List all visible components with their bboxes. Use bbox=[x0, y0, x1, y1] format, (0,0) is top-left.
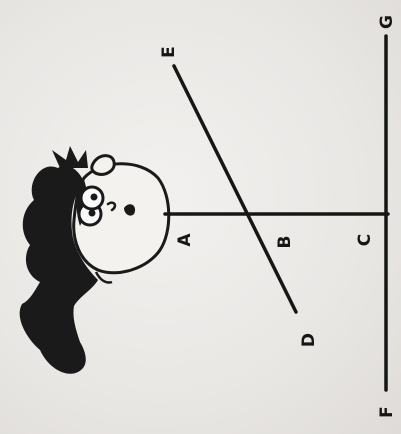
label-c: C bbox=[355, 234, 375, 246]
label-f: F bbox=[377, 406, 397, 418]
label-g: G bbox=[377, 15, 397, 29]
figure-pupil-left bbox=[88, 209, 96, 217]
cartoon-figure bbox=[19, 146, 171, 374]
label-b: B bbox=[275, 236, 295, 249]
label-e: E bbox=[159, 46, 179, 58]
figure-collar bbox=[94, 271, 113, 284]
line-de bbox=[172, 64, 298, 314]
geometry-lines bbox=[163, 34, 390, 392]
label-d: D bbox=[299, 333, 319, 347]
figure-nose bbox=[106, 201, 117, 212]
figure-hair-spikes bbox=[52, 146, 88, 168]
label-a: A bbox=[175, 233, 195, 247]
figure-pupil-right bbox=[90, 193, 98, 201]
figure-hair bbox=[19, 165, 98, 374]
point-labels: A B C D E F G bbox=[159, 15, 397, 418]
figure-mouth bbox=[124, 204, 136, 216]
figure-ear bbox=[90, 154, 116, 176]
